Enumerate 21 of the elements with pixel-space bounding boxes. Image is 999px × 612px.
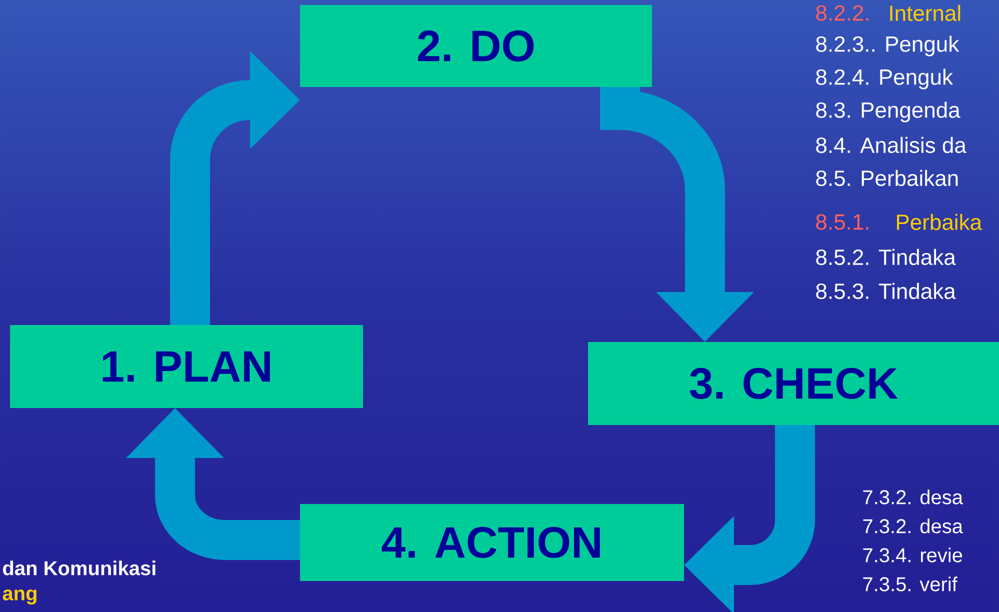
list-text: 8.4. Analisis da (816, 136, 966, 154)
list-text: Internal (890, 4, 960, 22)
list-text: 7.3.2. desa (863, 490, 963, 504)
list-text: dan Komunikasi (3, 560, 156, 576)
step-box: 1. PLAN (10, 325, 363, 408)
list-text: 8.2.3.. Penguk (816, 36, 960, 56)
list-text: 7.3.5. verif (863, 576, 958, 592)
list-text: 8.5. Perbaikan (816, 170, 958, 186)
list-text: 8.3. Pengenda (816, 102, 960, 122)
step-box: 3. CHECK (588, 342, 999, 425)
list-text: Perbaika (897, 214, 982, 230)
list-text: ang (2, 589, 36, 604)
list-text: 8.5.1. (816, 214, 868, 230)
list-text: 7.3.2. desa (863, 518, 963, 534)
list-text: 7.3.4. revie (863, 548, 962, 562)
list-text: 8.5.3. Tindaka (816, 282, 956, 300)
step-box: 2. DO (300, 5, 652, 87)
list-text: 8.2.4. Penguk (816, 68, 954, 90)
step-box: 4. ACTION (300, 504, 684, 581)
list-text: 8.2.2. (816, 5, 868, 21)
list-text: 8.5.2. Tindaka (816, 248, 956, 266)
